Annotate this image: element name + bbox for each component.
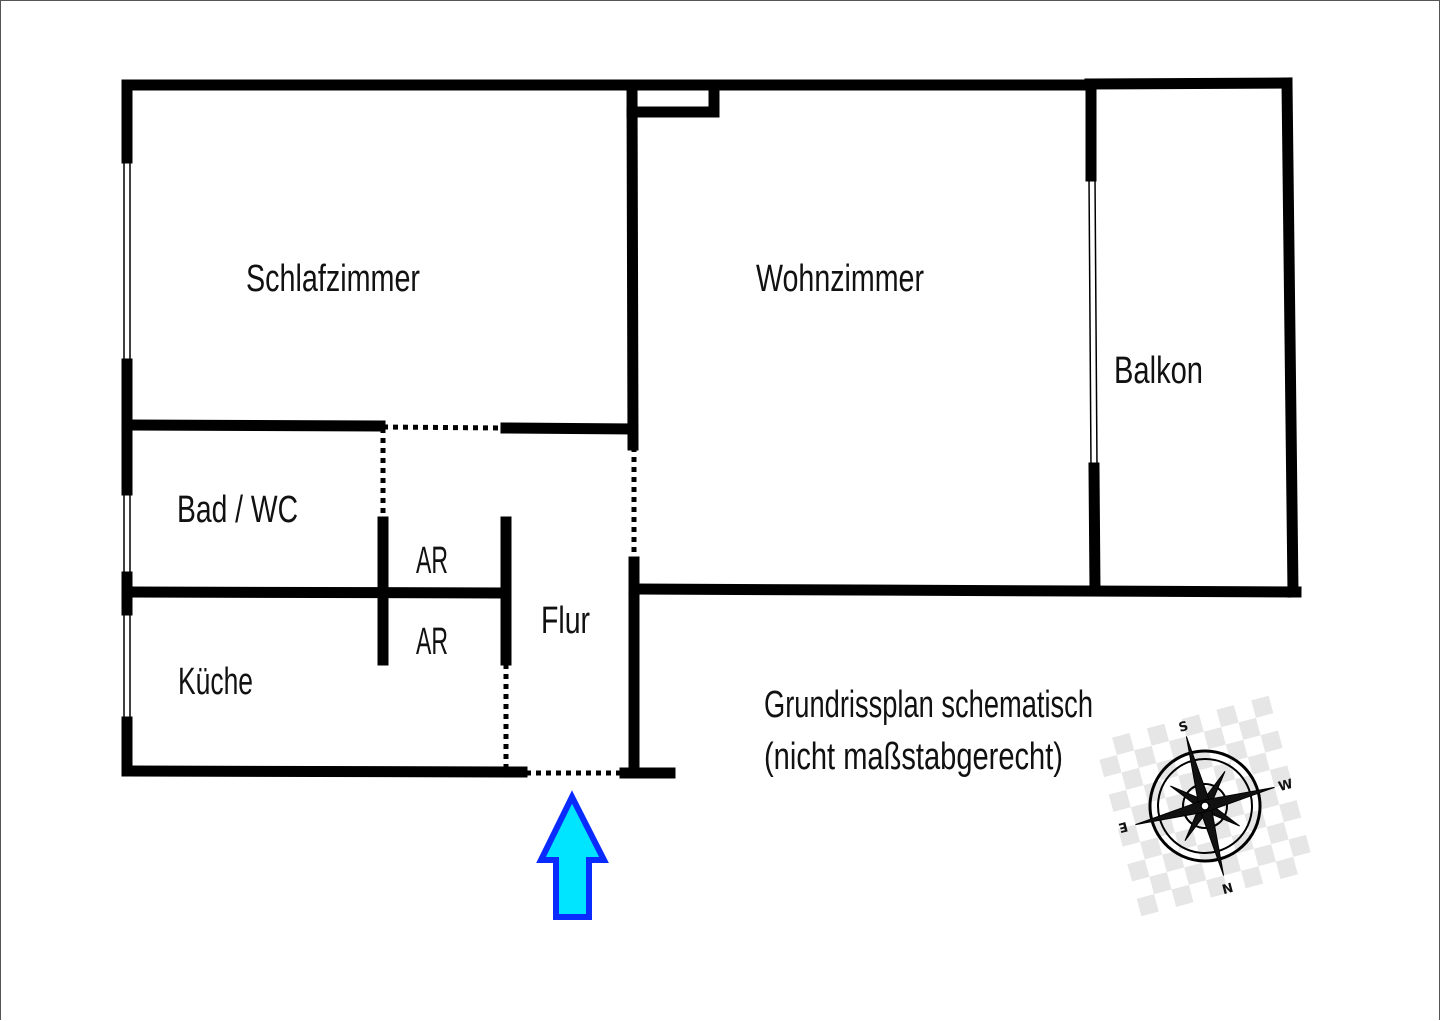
checker-square [1099,755,1122,778]
checker-square [1184,862,1207,885]
room-label-wohnzimmer: Wohnzimmer [756,258,924,300]
checker-square [1279,800,1302,823]
checker-square [1244,809,1267,832]
wall-wohn-bottom [628,583,1302,598]
wall-right [1281,77,1299,598]
checker-square [1266,822,1289,845]
windows [123,160,1098,720]
wall-balkon-left [1088,462,1101,596]
entrance-arrow-icon [536,790,609,920]
checker-square [1162,850,1185,873]
note-line-2: (nicht maßstabgerecht) [764,736,1063,778]
checker-square [1216,705,1239,728]
checker-square [1206,875,1229,898]
compass-w: W [1277,777,1295,795]
checker-square [1143,780,1166,803]
room-label-flur: Flur [541,600,590,642]
wall-schlaf-bottom [121,419,386,432]
compass-s: S [1177,719,1190,736]
checker-square [1146,723,1169,746]
note-line-1: Grundrissplan schematisch [764,684,1093,726]
checker-square [1149,872,1172,895]
walls [121,77,1302,779]
doorways [380,424,637,776]
checker-square [1275,856,1298,879]
checker-square [1134,745,1157,768]
checker-square [1140,837,1163,860]
checker-square [1231,831,1254,854]
checker-square [1130,802,1153,825]
checker-square [1108,789,1131,812]
compass-rose-icon: S N W E [1099,695,1311,917]
checker-square [1112,733,1135,756]
wall-bad-kueche [121,586,509,599]
wall-schlaf-bottom [500,422,638,435]
wall-niche [626,82,720,118]
checker-square [1203,727,1226,750]
checker-square [1253,844,1276,867]
room-label-ar-2: AR [416,621,448,663]
wall-divider [626,79,639,451]
checker-square [1288,834,1311,857]
wall-bottom [121,765,528,778]
checker-square [1171,884,1194,907]
checker-square [1269,765,1292,788]
checker-square [1241,866,1264,889]
compass-e: E [1117,818,1129,835]
checker-square [1238,717,1261,740]
compass-n: N [1221,881,1235,898]
wall-top-balkon [1084,77,1293,90]
checker-square [1260,730,1283,753]
checker-square [1121,767,1144,790]
checker-square [1251,695,1274,718]
checker-square [1181,714,1204,737]
checker-square [1257,787,1280,810]
checker-square [1118,824,1141,847]
checker-square [1247,752,1270,775]
room-label-ar-1: AR [416,540,448,582]
room-label-balkon: Balkon [1114,350,1203,392]
room-label-schlafzimmer: Schlafzimmer [246,258,420,300]
room-label-kueche: Küche [178,661,253,703]
checker-background [1099,695,1311,917]
checker-square [1156,758,1179,781]
checker-square [1136,894,1159,917]
checker-square [1225,739,1248,762]
room-label-bad: Bad / WC [177,489,298,531]
checker-square [1127,859,1150,882]
